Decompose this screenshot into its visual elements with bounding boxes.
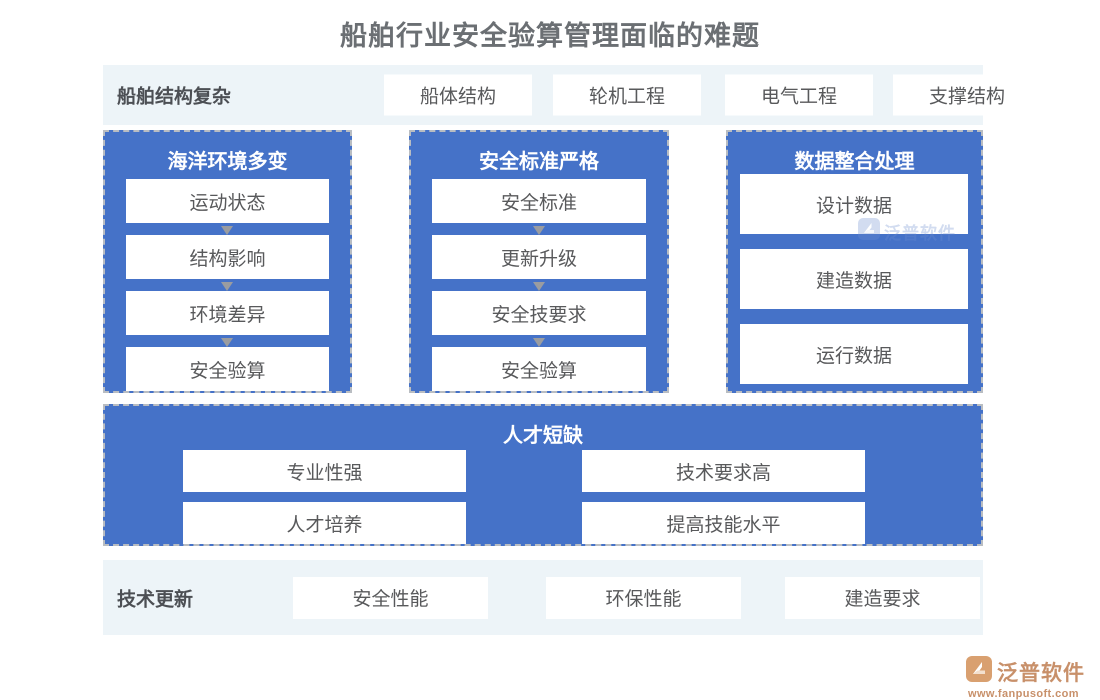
arrow-down-icon (533, 282, 545, 291)
brand-url: www.fanpusoft.com (968, 688, 1079, 700)
panel-data-integration: 数据整合处理 设计数据 建造数据 运行数据 (726, 130, 983, 393)
arrow-down-icon (221, 282, 233, 291)
arrow-down-icon (221, 338, 233, 347)
arrow-down-icon (533, 226, 545, 235)
panel-safety-card-2[interactable]: 更新升级 (432, 235, 646, 279)
top-row-chip-3[interactable]: 电气工程 (725, 74, 873, 116)
panel-ocean-card-4[interactable]: 安全验算 (126, 347, 329, 391)
bottom-row-chip-3[interactable]: 建造要求 (785, 576, 980, 619)
page-title: 船舶行业安全验算管理面临的难题 (340, 21, 760, 51)
panel-ocean-card-3[interactable]: 环境差异 (126, 291, 329, 335)
brand-name: 泛普软件 (997, 661, 1085, 685)
panel-talent-title: 人才短缺 (503, 425, 583, 447)
panel-ocean-card-2[interactable]: 结构影响 (126, 235, 329, 279)
arrow-down-icon (533, 338, 545, 347)
brand-logo: 泛普软件 www.fanpusoft.com (966, 656, 1094, 700)
brand-logo-row: 泛普软件 (966, 656, 1085, 687)
top-row-chip-4[interactable]: 支撑结构 (893, 74, 1041, 116)
top-row-band: 船舶结构复杂 船体结构 轮机工程 电气工程 支撑结构 (103, 65, 1041, 125)
panel-talent-card-4[interactable]: 提高技能水平 (582, 502, 865, 544)
panel-safety-card-4[interactable]: 安全验算 (432, 347, 646, 391)
panel-talent-card-2[interactable]: 技术要求高 (582, 450, 865, 492)
panel-safety-card-1[interactable]: 安全标准 (432, 179, 646, 223)
top-row-chip-1[interactable]: 船体结构 (384, 74, 532, 116)
panel-ocean-environment: 海洋环境多变 运动状态 结构影响 环境差异 安全验算 (103, 130, 352, 393)
panel-data-card-2[interactable]: 建造数据 (740, 249, 968, 309)
panel-data-title: 数据整合处理 (794, 151, 915, 173)
bottom-row-chip-2[interactable]: 环保性能 (546, 576, 741, 619)
panel-safety-card-3[interactable]: 安全技要求 (432, 291, 646, 335)
panel-ocean-card-1[interactable]: 运动状态 (126, 179, 329, 223)
bottom-row-label: 技术更新 (117, 589, 194, 610)
panel-data-card-1[interactable]: 设计数据 (740, 174, 968, 234)
arrow-down-icon (221, 226, 233, 235)
panel-talent-card-3[interactable]: 人才培养 (183, 502, 466, 544)
top-row-chip-2[interactable]: 轮机工程 (553, 74, 701, 116)
fanpu-logo-icon (966, 656, 992, 687)
top-row-label: 船舶结构复杂 (117, 86, 232, 108)
panel-safety-title: 安全标准严格 (479, 151, 599, 173)
bottom-row-chip-1[interactable]: 安全性能 (293, 576, 488, 619)
panel-data-card-3[interactable]: 运行数据 (740, 324, 968, 384)
panel-safety-standards: 安全标准严格 安全标准 更新升级 安全技要求 安全验算 (409, 130, 669, 393)
panel-ocean-title: 海洋环境多变 (167, 151, 288, 173)
panel-talent-shortage: 人才短缺 专业性强 技术要求高 人才培养 提高技能水平 (103, 404, 983, 546)
panel-talent-card-1[interactable]: 专业性强 (183, 450, 466, 492)
bottom-row-band: 技术更新 安全性能 环保性能 建造要求 (103, 560, 983, 635)
